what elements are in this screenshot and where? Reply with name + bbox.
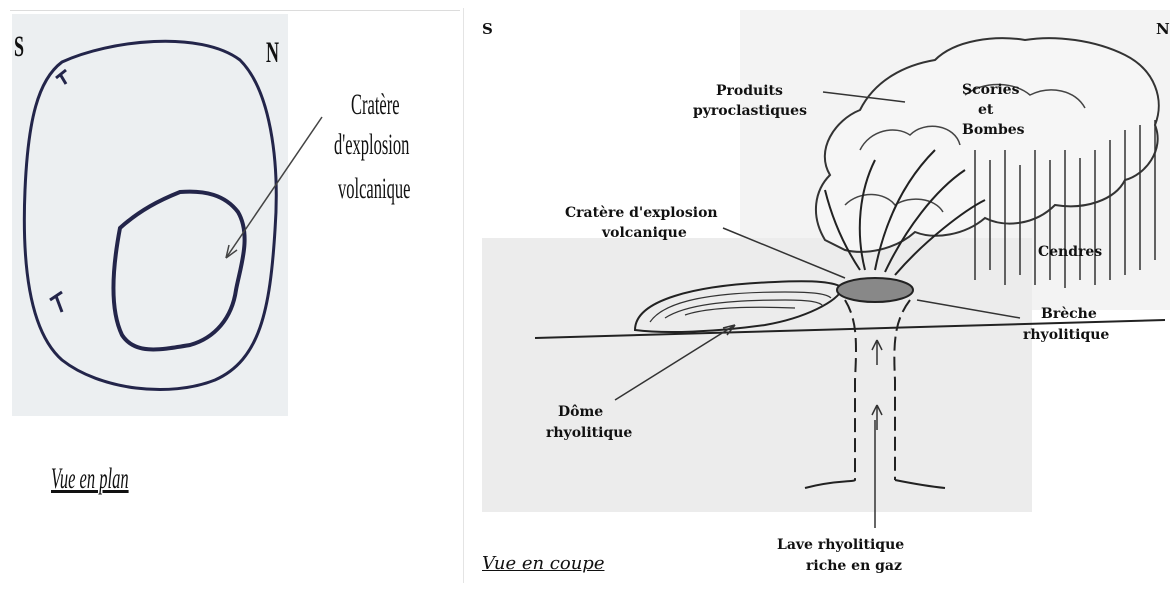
tick-mark-bottom xyxy=(50,292,62,312)
rhyolitic-dome xyxy=(635,281,843,332)
section-view-caption: Vue en coupe xyxy=(482,553,604,574)
scories-label-line1: Scories xyxy=(962,82,1019,98)
dome-label-line2: rhyolitique xyxy=(546,425,632,441)
crater-section-label-line1: Cratère d'explosion xyxy=(565,205,718,221)
tick-mark-top xyxy=(56,70,66,84)
pyroclastic-label-line1: Produits xyxy=(716,83,783,99)
inner-crater-outline xyxy=(114,192,245,350)
scories-label-line3: Bombes xyxy=(962,122,1025,138)
section-south-label: S xyxy=(482,20,493,38)
plan-north-label: N xyxy=(266,36,279,70)
crater-breccia xyxy=(837,278,913,302)
plan-crater-label-line1: Cratère xyxy=(351,88,400,122)
breche-pointer-line xyxy=(917,300,1020,318)
plan-crater-label-line2: d'explosion xyxy=(334,128,409,162)
lava-label-line1: Lave rhyolitique xyxy=(777,537,904,553)
crater-pointer-arrowhead xyxy=(226,245,237,258)
eruption-cloud xyxy=(816,38,1159,252)
plan-south-label: S xyxy=(14,30,24,64)
section-view-drawing xyxy=(465,0,1173,589)
lava-label-line2: riche en gaz xyxy=(806,558,902,574)
plan-view-caption: Vue en plan xyxy=(51,462,129,496)
dome-pointer-line xyxy=(615,325,735,400)
dome-layer-3 xyxy=(685,307,795,315)
conduit-left-wall xyxy=(845,300,856,480)
section-north-label: N xyxy=(1156,20,1170,38)
scories-label-line2: et xyxy=(978,102,993,118)
plan-crater-label-line3: volcanique xyxy=(338,172,410,206)
breche-label-line2: rhyolitique xyxy=(1023,327,1109,343)
dome-label-line1: Dôme xyxy=(558,404,603,420)
cendres-label: Cendres xyxy=(1038,244,1102,260)
breche-label-line1: Brèche xyxy=(1041,306,1097,322)
crater-section-label-line2: volcanique xyxy=(602,225,687,241)
pyroclastic-label-line2: pyroclastiques xyxy=(693,103,807,119)
